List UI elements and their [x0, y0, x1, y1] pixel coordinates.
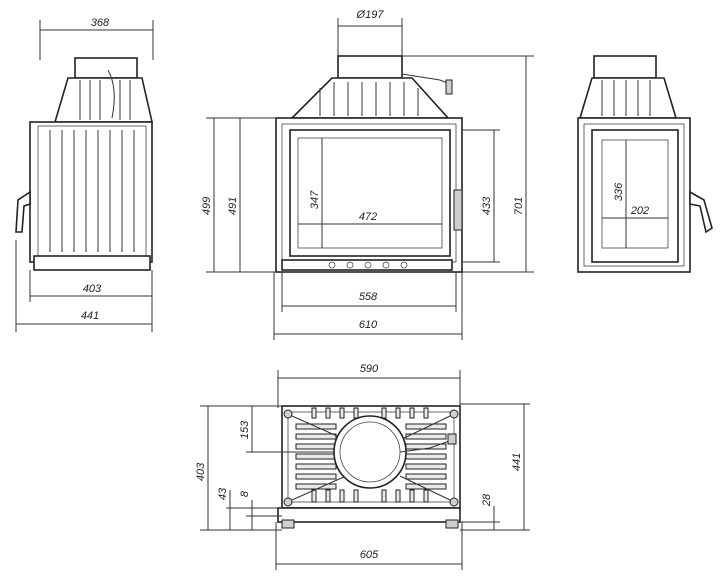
flue-ring-outer [333, 415, 407, 489]
dim-499: 499 [201, 197, 213, 215]
dim-605: 605 [360, 549, 379, 561]
dim-top-403: 403 [195, 462, 207, 481]
bottom-edge-fins [311, 489, 429, 503]
top-edge-fins [311, 407, 429, 419]
dim-610: 610 [359, 319, 378, 331]
top-view: 590 [195, 363, 530, 570]
air-control-knobs [328, 261, 408, 269]
top-left-fins [295, 423, 337, 490]
door-handle-icon [453, 189, 463, 231]
dim-403: 403 [83, 283, 102, 295]
dim-8: 8 [239, 490, 251, 497]
dim-368: 368 [91, 17, 110, 29]
dim-701: 701 [513, 197, 525, 215]
dim-336: 336 [613, 182, 625, 201]
dim-433: 433 [481, 196, 493, 215]
side-fins [49, 130, 135, 252]
front-view: Ø197 [201, 9, 534, 340]
top-right-fins [405, 423, 447, 490]
dim-590: 590 [360, 363, 379, 375]
dim-558: 558 [359, 291, 378, 303]
right-side-view: 336 202 [577, 55, 713, 273]
dim-153: 153 [239, 420, 251, 439]
front-hood-fins [319, 82, 419, 116]
dim-28: 28 [481, 493, 493, 507]
handle-icon [15, 190, 31, 233]
right-hood-fins [601, 80, 651, 116]
dim-flue-diameter: Ø197 [356, 9, 385, 21]
dim-202: 202 [630, 205, 649, 217]
dim-491: 491 [227, 197, 239, 215]
dim-top-441: 441 [511, 453, 523, 471]
left-side-view: 368 [15, 17, 154, 332]
dim-472: 472 [359, 211, 377, 223]
hood-fins [79, 80, 131, 120]
dim-347: 347 [309, 190, 321, 209]
dim-441: 441 [81, 310, 99, 322]
dim-43: 43 [217, 487, 229, 500]
right-handle-icon [689, 190, 713, 234]
